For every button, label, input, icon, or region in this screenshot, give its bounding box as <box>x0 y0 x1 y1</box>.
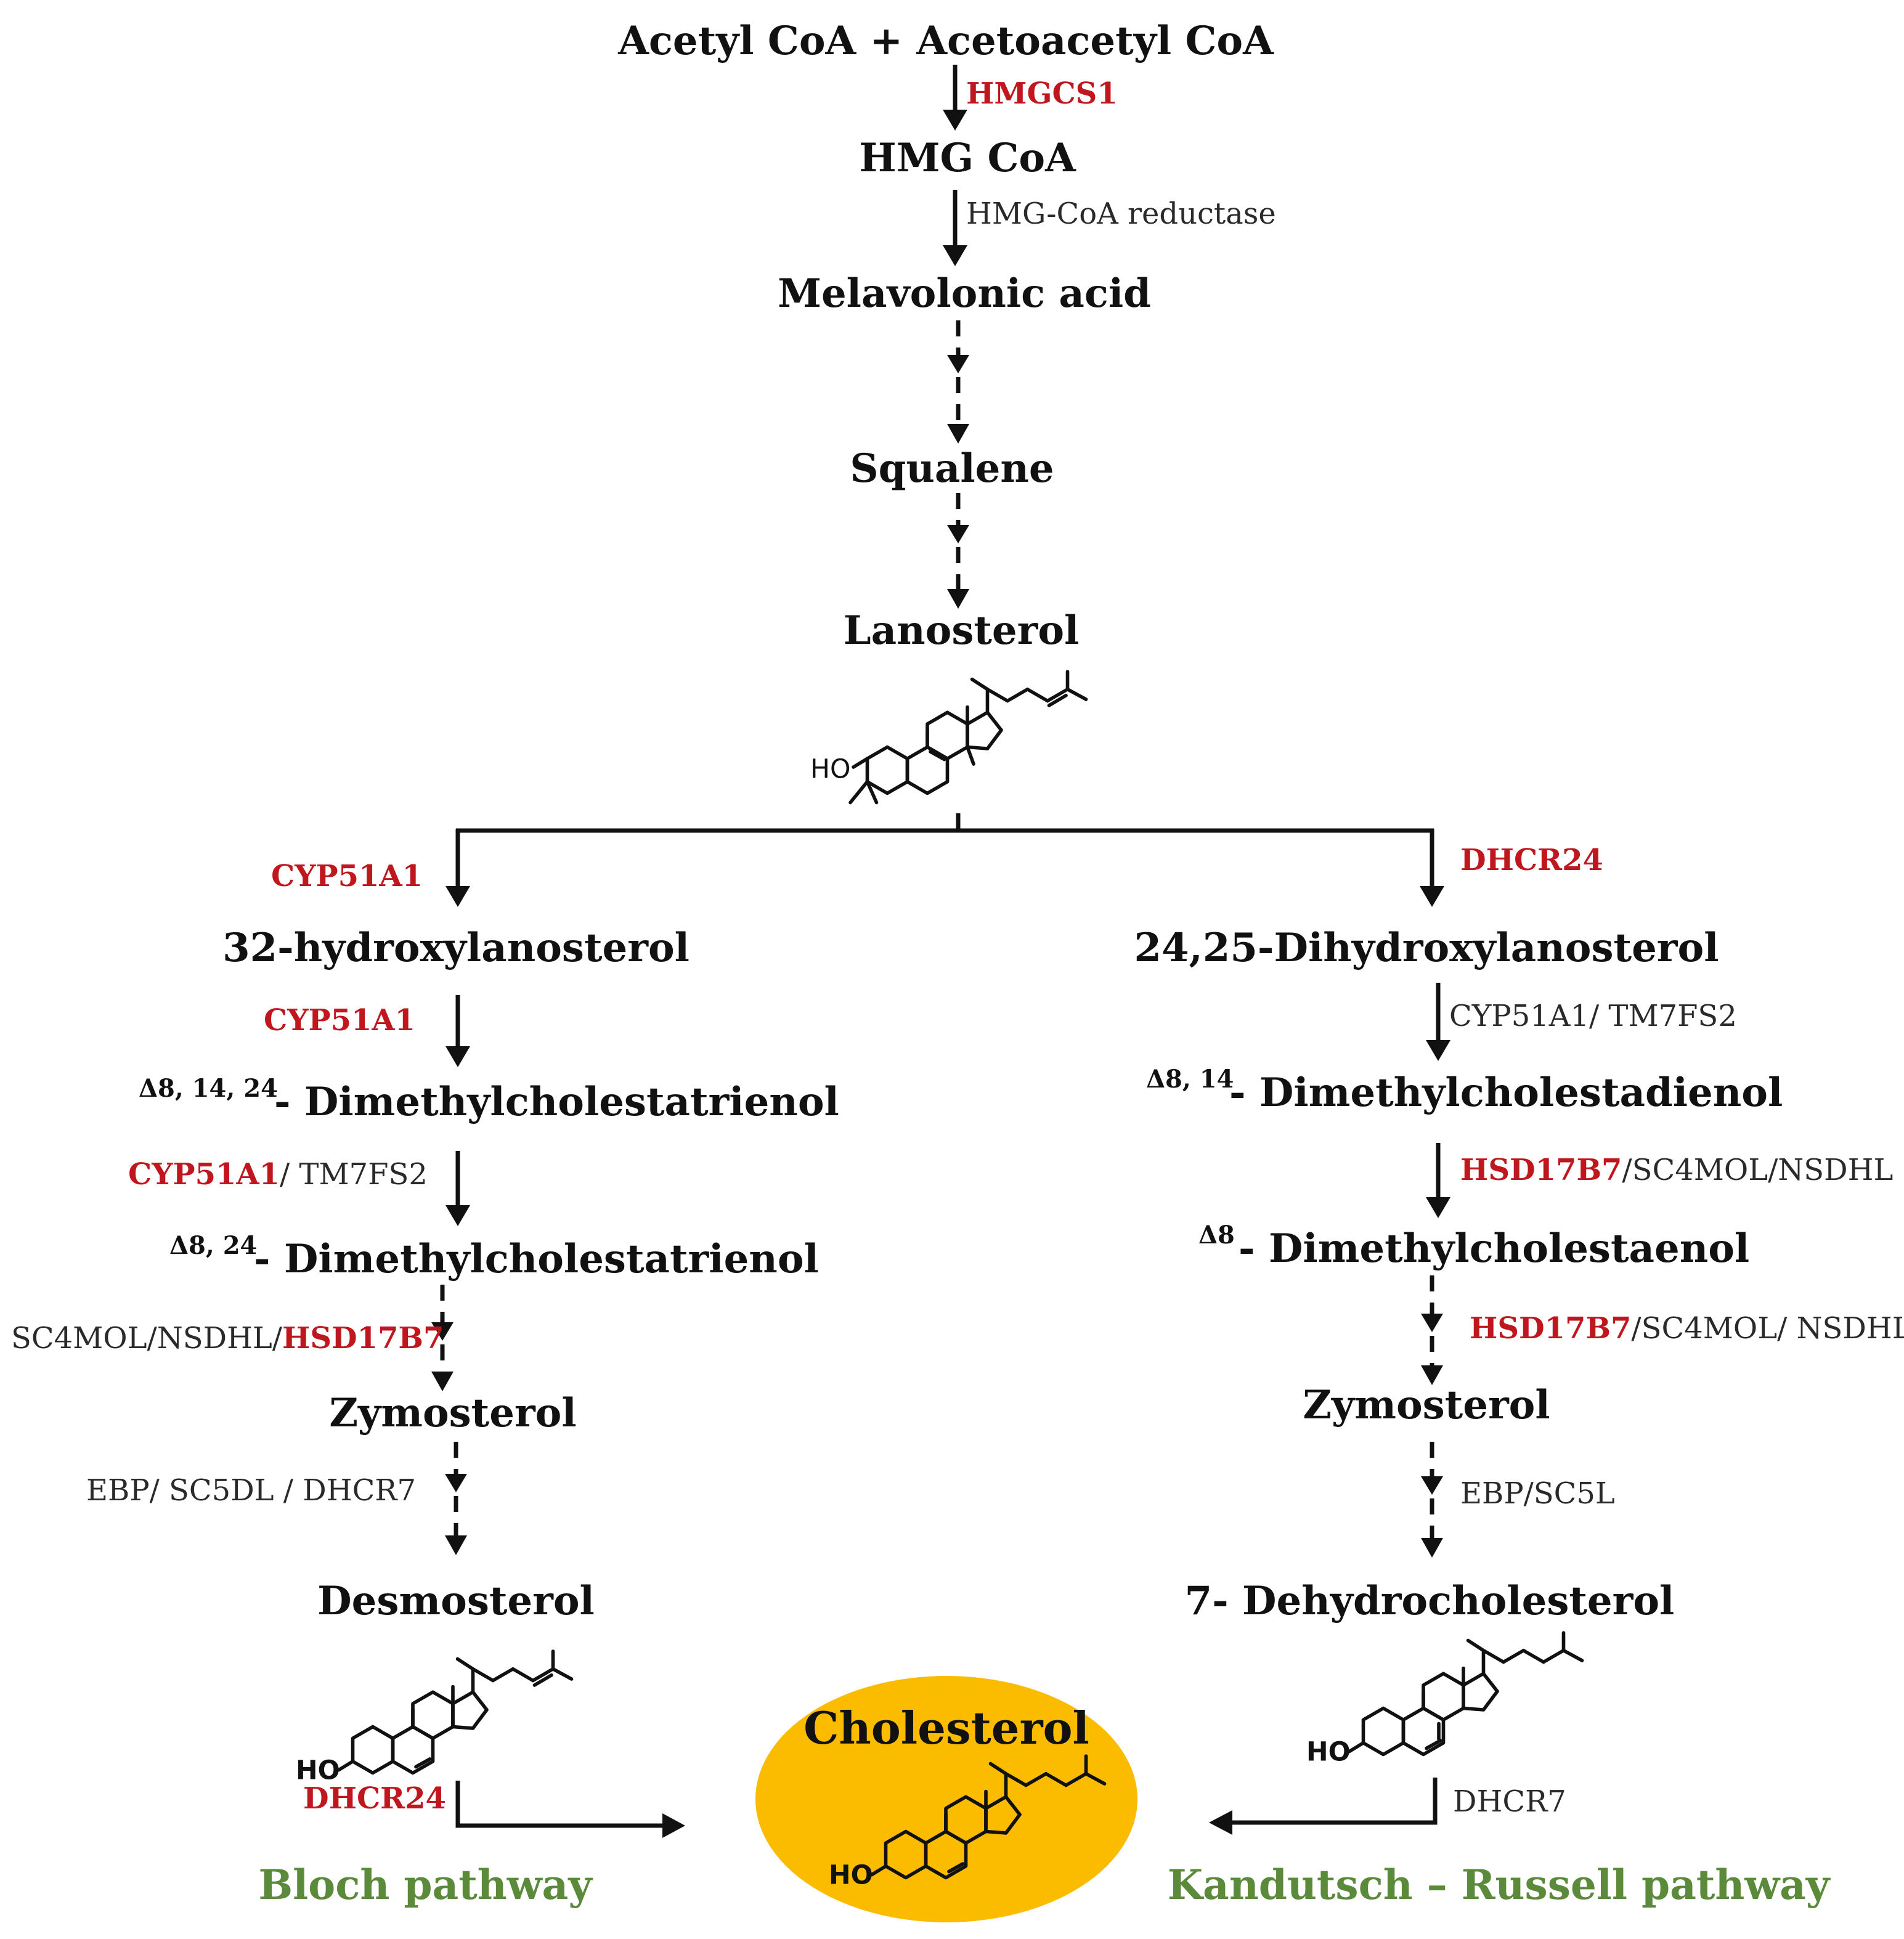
enzyme-cyp51a1-left-2: CYP51A1 <box>264 1003 415 1038</box>
enzyme-dhcr7-right: DHCR7 <box>1453 1784 1566 1819</box>
enzyme-cyp51a1-tm7fs2-left: CYP51A1/ TM7FS2 <box>128 1157 428 1192</box>
node-7-dehydrocholesterol: 7- Dehydrocholesterol <box>1185 1578 1675 1624</box>
node-desmosterol: Desmosterol <box>317 1578 595 1624</box>
enzyme-hsd17b7-sc4mol-nsdhl-right-2: HSD17B7/SC4MOL/ NSDHL <box>1470 1311 1904 1346</box>
cholesterol-ho: HO <box>829 1861 873 1891</box>
desmosterol-structure: HO <box>296 1649 574 1786</box>
node-zymosterol-right: Zymosterol <box>1303 1382 1550 1428</box>
lanosterol-structure: HO <box>810 670 1088 805</box>
lanosterol-ho: HO <box>810 755 850 785</box>
node-cholesterol: Cholesterol <box>804 1702 1089 1754</box>
enzyme-ebp-sc5dl-dhcr7: EBP/ SC5DL / DHCR7 <box>86 1473 416 1508</box>
node-dimethylcholestaenol: Δ8 - Dimethylcholestaenol <box>1198 1221 1749 1272</box>
enzyme-sc4mol-nsdhl-hsd17b7-left: SC4MOL/NSDHL/HSD17B7 <box>11 1321 444 1356</box>
node-32-hydroxylanosterol: 32-hydroxylanosterol <box>222 925 690 971</box>
node-24-25-dihydroxylanosterol: 24,25-Dihydroxylanosterol <box>1134 925 1719 971</box>
enzyme-cyp51a1-left-1: CYP51A1 <box>271 859 423 893</box>
node-dimethylcholestatrienol-1: Δ8, 14, 24 - Dimethylcholestatrienol <box>139 1074 839 1125</box>
node-dimethylcholestadienol: Δ8, 14 - Dimethylcholestadienol <box>1146 1065 1783 1116</box>
bloch-pathway-label: Bloch pathway <box>258 1861 593 1909</box>
enzyme-hmg-coa-reductase: HMG-CoA reductase <box>966 197 1276 231</box>
node-hmg-coa: HMG CoA <box>859 135 1076 181</box>
node-squalene: Squalene <box>850 445 1054 492</box>
dehydrocholesterol-ho: HO <box>1306 1738 1351 1768</box>
enzyme-dhcr24-left: DHCR24 <box>303 1781 446 1816</box>
desmosterol-ho: HO <box>296 1756 340 1786</box>
node-dimethylcholestatrienol-2: Δ8, 24 - Dimethylcholestatrienol <box>169 1231 819 1282</box>
kandutsch-russell-pathway-label: Kandutsch – Russell pathway <box>1168 1861 1831 1909</box>
enzyme-ebp-sc5l: EBP/SC5L <box>1460 1476 1615 1511</box>
enzyme-dhcr24-right: DHCR24 <box>1460 843 1603 877</box>
node-zymosterol-left: Zymosterol <box>329 1390 576 1436</box>
node-acetyl-coa: Acetyl CoA + Acetoacetyl CoA <box>617 18 1274 64</box>
cholesterol-ellipse <box>755 1676 1137 1922</box>
enzyme-cyp51a1-tm7fs2-right: CYP51A1/ TM7FS2 <box>1449 999 1737 1033</box>
node-mevalonic-acid: Melavolonic acid <box>778 270 1151 317</box>
cholesterol-structure: HO <box>829 1754 1107 1891</box>
enzyme-hsd17b7-sc4mol-nsdhl-right-1: HSD17B7/SC4MOL/NSDHL <box>1460 1153 1893 1187</box>
dehydrocholesterol-structure: HO <box>1306 1631 1584 1768</box>
node-lanosterol: Lanosterol <box>844 608 1080 654</box>
enzyme-hmgcs1: HMGCS1 <box>966 76 1118 111</box>
